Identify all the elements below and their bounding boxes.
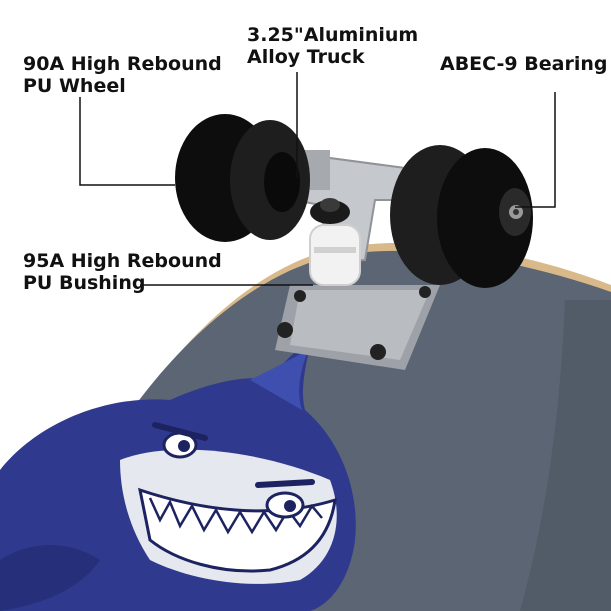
callout-wheel: 90A High Rebound PU Wheel — [23, 53, 222, 97]
bushing-icon — [309, 198, 361, 286]
bearing-icon — [390, 145, 533, 288]
callout-bushing-line2: PU Bushing — [23, 272, 146, 294]
callout-truck-line1: 3.25"Aluminium — [247, 24, 419, 46]
shark-graphic — [0, 345, 356, 611]
callout-truck: 3.25"Aluminium Alloy Truck — [247, 24, 418, 68]
callout-wheel-line2: PU Wheel — [23, 75, 126, 97]
wheel-icon — [175, 114, 310, 242]
callout-bearing-line1: ABEC-9 Bearing — [440, 53, 608, 75]
callout-bearing: ABEC-9 Bearing — [440, 53, 607, 75]
callout-leader-lines — [79, 72, 556, 286]
callout-bushing-line1: 95A High Rebound — [23, 250, 222, 272]
callout-bushing: 95A High Rebound PU Bushing — [23, 250, 222, 294]
callout-wheel-line1: 90A High Rebound — [23, 53, 222, 75]
callout-truck-line2: Alloy Truck — [247, 46, 365, 68]
